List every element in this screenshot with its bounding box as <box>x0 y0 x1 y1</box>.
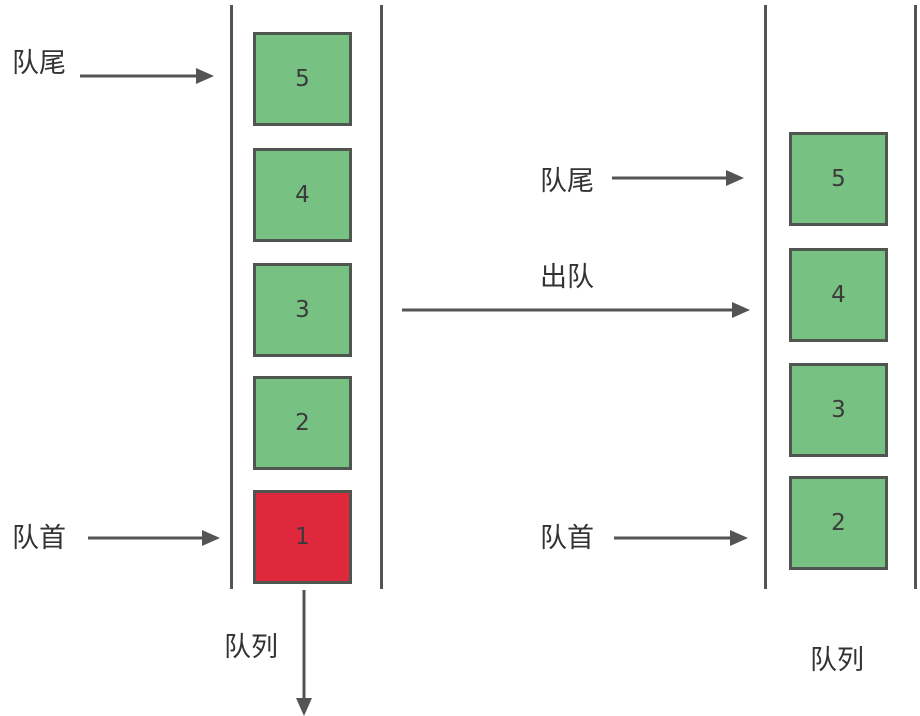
right-queue-item: 3 <box>789 363 888 457</box>
dequeue-down-arrow <box>296 590 312 716</box>
item-label: 5 <box>831 166 846 192</box>
right-queue-left-wall <box>764 5 767 589</box>
left-queue-item: 3 <box>253 263 352 357</box>
right-queue-item: 2 <box>789 476 888 570</box>
left-tail-arrow <box>80 68 214 84</box>
item-label: 2 <box>295 410 310 436</box>
left-queue-item: 4 <box>253 148 352 242</box>
right-queue-right-wall <box>914 5 917 589</box>
left-head-label: 队首 <box>12 523 66 554</box>
left-queue-item: 5 <box>253 32 352 126</box>
operation-arrow <box>402 302 750 318</box>
right-head-arrow <box>614 530 748 546</box>
right-head-label: 队首 <box>540 523 594 554</box>
left-tail-label: 队尾 <box>12 48 66 79</box>
right-tail-arrow <box>612 170 744 186</box>
right-queue-item: 5 <box>789 132 888 226</box>
left-queue-left-wall <box>230 5 233 589</box>
left-queue-item: 2 <box>253 376 352 470</box>
item-label: 4 <box>295 182 310 208</box>
right-queue-item: 4 <box>789 248 888 342</box>
right-tail-label: 队尾 <box>540 166 594 197</box>
item-label: 2 <box>831 510 846 536</box>
left-queue-caption: 队列 <box>224 632 278 663</box>
left-queue-dequeued-item: 1 <box>253 490 352 584</box>
dequeue-operation-label: 出队 <box>540 262 594 293</box>
item-label: 3 <box>295 297 310 323</box>
right-queue-caption: 队列 <box>810 645 864 676</box>
left-queue-right-wall <box>380 5 383 589</box>
item-label: 5 <box>295 66 310 92</box>
item-label: 1 <box>295 524 310 550</box>
left-head-arrow <box>88 530 220 546</box>
item-label: 4 <box>831 282 846 308</box>
item-label: 3 <box>831 397 846 423</box>
